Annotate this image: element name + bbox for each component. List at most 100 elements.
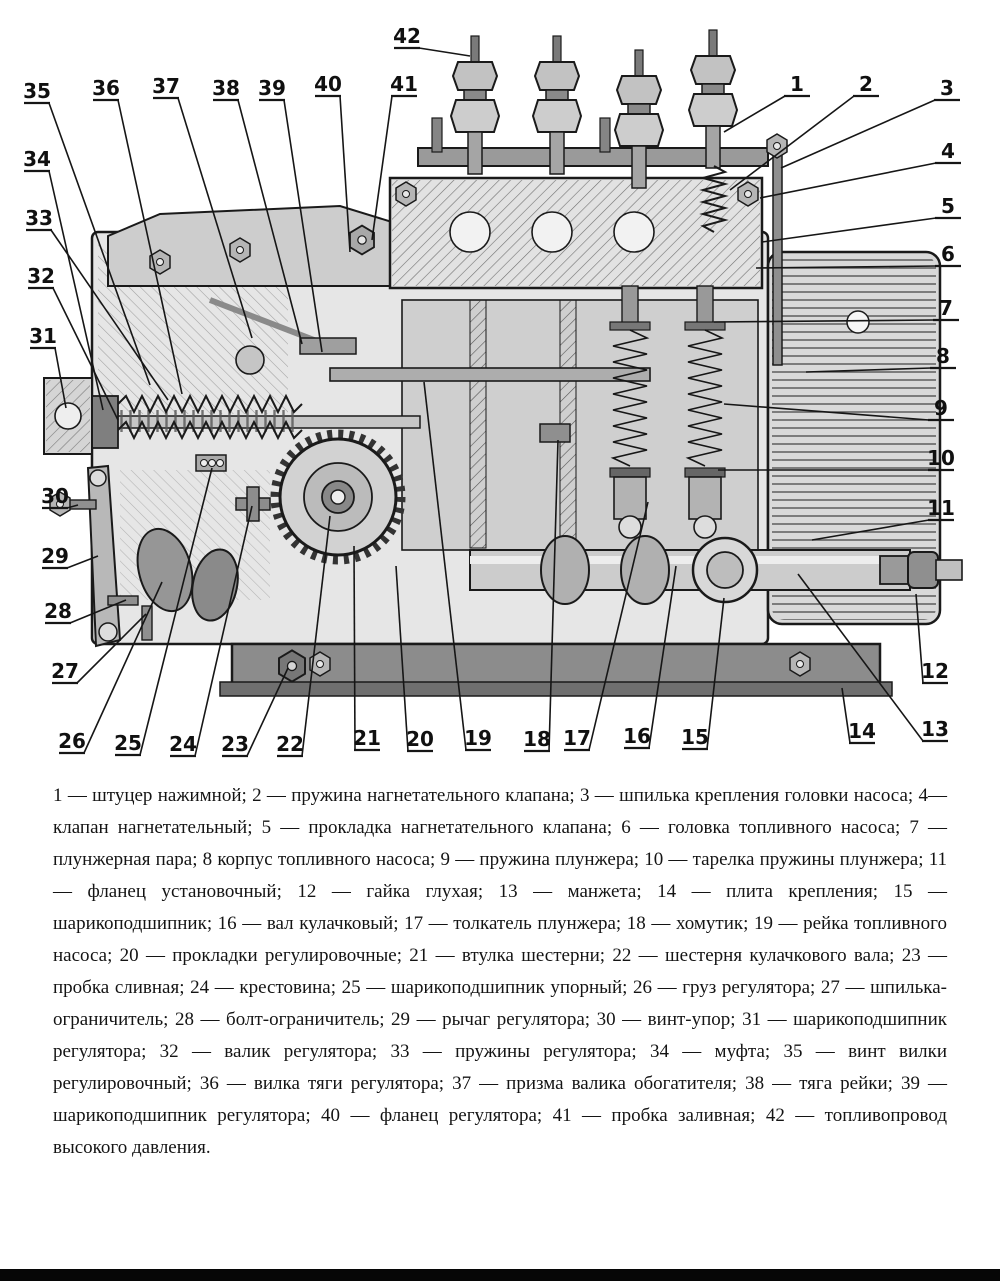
cam-gear — [270, 429, 406, 565]
fuel-line-fittings — [417, 29, 769, 189]
svg-text:34: 34 — [23, 147, 51, 171]
callout-32: 32 — [27, 264, 119, 421]
callout-34: 34 — [23, 147, 104, 411]
svg-text:2: 2 — [859, 72, 873, 96]
svg-text:8: 8 — [936, 344, 950, 368]
svg-text:3: 3 — [940, 76, 954, 100]
svg-text:16: 16 — [623, 724, 651, 748]
svg-text:35: 35 — [23, 79, 51, 103]
callout-4: 4 — [759, 139, 961, 199]
callout-39: 39 — [258, 76, 323, 353]
callout-16: 16 — [623, 565, 677, 750]
svg-text:42: 42 — [393, 24, 421, 48]
callout-42: 42 — [393, 24, 471, 57]
callout-20: 20 — [395, 565, 434, 753]
mounting-plate — [219, 642, 893, 697]
callout-29: 29 — [41, 544, 99, 570]
svg-text:13: 13 — [921, 717, 949, 741]
svg-text:22: 22 — [276, 732, 304, 756]
svg-text:37: 37 — [152, 74, 180, 98]
callout-11: 11 — [811, 496, 955, 541]
callout-5: 5 — [761, 194, 961, 243]
svg-text:23: 23 — [221, 732, 249, 756]
callout-9: 9 — [723, 396, 954, 422]
governor-weights — [136, 527, 239, 622]
svg-text:39: 39 — [258, 76, 286, 100]
svg-text:10: 10 — [927, 446, 955, 470]
svg-text:17: 17 — [563, 726, 591, 750]
svg-text:27: 27 — [51, 659, 79, 683]
callout-6: 6 — [755, 242, 961, 269]
svg-text:28: 28 — [44, 599, 72, 623]
svg-text:5: 5 — [941, 194, 955, 218]
callout-1: 1 — [723, 72, 810, 133]
callout-23: 23 — [221, 667, 289, 758]
svg-text:38: 38 — [212, 76, 240, 100]
callout-19: 19 — [423, 381, 492, 752]
callout-13: 13 — [797, 573, 949, 743]
callout-10: 10 — [718, 446, 955, 472]
callout-21: 21 — [353, 545, 381, 752]
svg-text:4: 4 — [941, 139, 955, 163]
callout-17: 17 — [563, 501, 649, 752]
control-rack — [208, 297, 651, 443]
callout-30: 30 — [41, 484, 79, 510]
callout-41: 41 — [371, 72, 418, 241]
svg-text:24: 24 — [169, 732, 197, 756]
svg-text:20: 20 — [406, 727, 434, 751]
callout-12: 12 — [915, 593, 949, 685]
callout-25: 25 — [114, 467, 213, 757]
callout-7: 7 — [713, 296, 959, 323]
governor-housing — [766, 250, 942, 626]
svg-text:1: 1 — [790, 72, 804, 96]
callout-36: 36 — [92, 76, 183, 395]
svg-text:14: 14 — [848, 719, 876, 743]
svg-text:26: 26 — [58, 729, 86, 753]
plunger-assemblies — [609, 285, 726, 539]
svg-text:25: 25 — [114, 731, 142, 755]
callout-31: 31 — [29, 324, 67, 409]
callout-3: 3 — [780, 76, 960, 169]
callout-24: 24 — [169, 505, 253, 758]
callout-27: 27 — [51, 613, 147, 685]
svg-text:31: 31 — [29, 324, 57, 348]
svg-text:21: 21 — [353, 726, 381, 750]
governor-shaft-springs — [91, 395, 421, 449]
filler-plug — [349, 224, 375, 256]
callout-35: 35 — [23, 79, 151, 386]
svg-text:18: 18 — [523, 727, 551, 751]
svg-text:6: 6 — [941, 242, 955, 266]
svg-text:7: 7 — [939, 296, 953, 320]
camshaft — [469, 535, 963, 605]
legend-text: 1 — штуцер нажимной; 2 — пружина нагнета… — [53, 785, 947, 1158]
callout-40: 40 — [314, 72, 351, 253]
callout-33: 33 — [25, 206, 169, 401]
callout-15: 15 — [681, 597, 725, 751]
delivery-valve-and-stud — [702, 133, 788, 366]
svg-text:9: 9 — [934, 396, 948, 420]
svg-text:15: 15 — [681, 725, 709, 749]
bottom-bar — [0, 1269, 1000, 1281]
svg-text:29: 29 — [41, 544, 69, 568]
callout-37: 37 — [152, 74, 253, 339]
svg-text:12: 12 — [921, 659, 949, 683]
svg-text:30: 30 — [41, 484, 69, 508]
left-bracket — [43, 377, 93, 455]
svg-text:36: 36 — [92, 76, 120, 100]
svg-text:40: 40 — [314, 72, 342, 96]
svg-text:32: 32 — [27, 264, 55, 288]
callout-38: 38 — [212, 76, 303, 345]
callout-8: 8 — [805, 344, 956, 373]
svg-text:19: 19 — [464, 726, 492, 750]
callout-18: 18 — [523, 439, 559, 753]
callout-26: 26 — [58, 581, 163, 755]
callout-28: 28 — [44, 599, 127, 625]
callout-22: 22 — [276, 515, 331, 758]
svg-text:33: 33 — [25, 206, 53, 230]
callout-14: 14 — [841, 687, 876, 745]
svg-text:11: 11 — [927, 496, 955, 520]
pump-head — [388, 176, 764, 290]
svg-text:41: 41 — [390, 72, 418, 96]
